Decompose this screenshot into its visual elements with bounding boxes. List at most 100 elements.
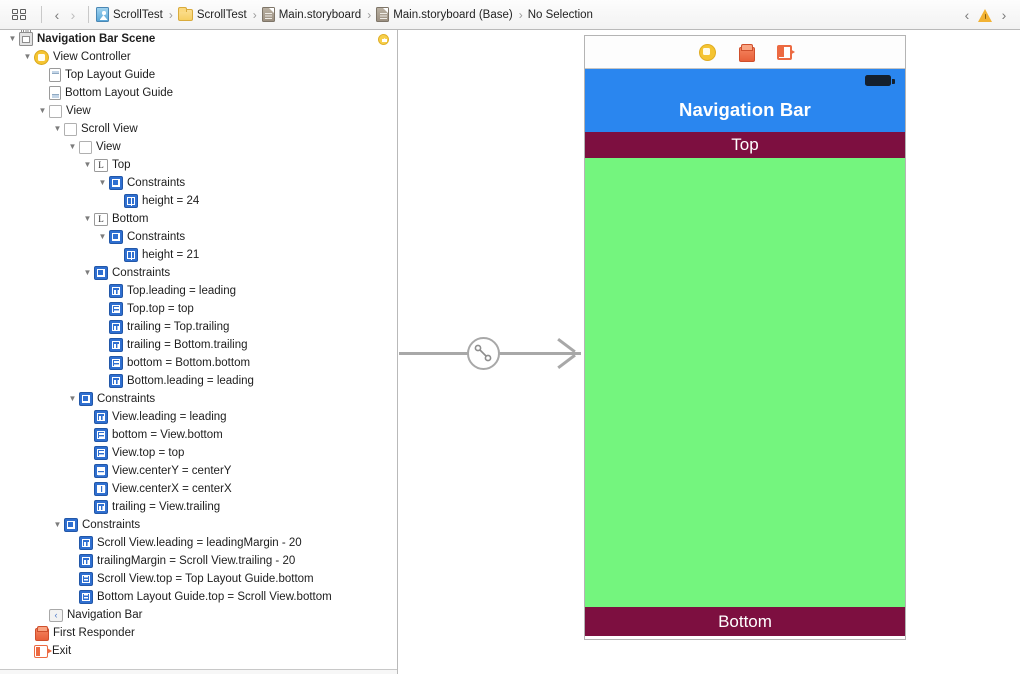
constraints-group-icon: [109, 230, 123, 244]
breadcrumb-separator: ›: [367, 7, 372, 22]
grid-icon[interactable]: [10, 7, 28, 23]
outline-row[interactable]: Scroll View.top = Top Layout Guide.botto…: [0, 570, 397, 588]
outline-row[interactable]: Bottom.leading = leading: [0, 372, 397, 390]
constraint-bottom-icon: [94, 428, 108, 442]
outline-row-label: Navigation Bar: [67, 609, 143, 621]
navigation-bar[interactable]: Navigation Bar: [585, 69, 905, 132]
outline-row[interactable]: First Responder: [0, 624, 397, 642]
constraint-centerx-icon: [94, 482, 108, 496]
outline-row[interactable]: Exit: [0, 642, 397, 660]
outline-row[interactable]: ▼Constraints: [0, 516, 397, 534]
outline-row-label: Top: [112, 159, 131, 171]
outline-row-label: Bottom.leading = leading: [127, 375, 254, 387]
disclosure-triangle-icon[interactable]: ▼: [68, 142, 77, 151]
outline-row[interactable]: View.centerX = centerX: [0, 480, 397, 498]
outline-row[interactable]: bottom = Bottom.bottom: [0, 354, 397, 372]
scene-icon: [19, 30, 33, 46]
relationship-segue-icon[interactable]: [467, 337, 500, 370]
initial-view-controller-badge[interactable]: [378, 34, 389, 45]
outline-row[interactable]: trailing = Top.trailing: [0, 318, 397, 336]
breadcrumb-item-storyboard-base[interactable]: Main.storyboard (Base): [376, 7, 513, 22]
outline-row-label: Constraints: [127, 177, 186, 189]
disclosure-triangle-icon[interactable]: ▼: [53, 520, 62, 529]
storyboard-icon: [261, 7, 275, 22]
label-icon: L: [94, 212, 108, 226]
navigation-bar-title: Navigation Bar: [679, 99, 811, 120]
outline-row[interactable]: ▼View: [0, 102, 397, 120]
issue-next-icon[interactable]: ›: [1001, 6, 1007, 23]
disclosure-triangle-icon[interactable]: ▼: [98, 178, 107, 187]
breadcrumb-label: ScrollTest: [113, 8, 163, 21]
bottom-label[interactable]: Bottom: [585, 607, 905, 636]
disclosure-triangle-icon[interactable]: ▼: [83, 214, 92, 223]
outline-row[interactable]: trailing = View.trailing: [0, 498, 397, 516]
outline-row[interactable]: ▼Scroll View: [0, 120, 397, 138]
outline-row[interactable]: ▼Constraints: [0, 228, 397, 246]
scroll-view-content[interactable]: [585, 158, 905, 607]
outline-row-label: View.centerY = centerY: [112, 465, 232, 477]
disclosure-triangle-icon[interactable]: ▼: [83, 268, 92, 277]
outline-row[interactable]: ▼Constraints: [0, 264, 397, 282]
outline-row[interactable]: Top Layout Guide: [0, 66, 397, 84]
first-responder-icon[interactable]: [738, 44, 755, 62]
disclosure-triangle-icon[interactable]: ▼: [23, 52, 32, 61]
breadcrumb-item-folder[interactable]: ScrollTest: [177, 6, 247, 21]
breadcrumb-item-selection[interactable]: No Selection: [528, 9, 593, 21]
constraint-align-icon: [79, 590, 93, 604]
outline-row[interactable]: ▼ Constraints: [0, 174, 397, 192]
outline-row-label: View: [96, 141, 121, 153]
outline-row-label: Scroll View.leading = leadingMargin - 20: [97, 537, 302, 549]
storyboard-canvas[interactable]: Navigation Bar Top Bottom: [399, 30, 1020, 674]
outline-row[interactable]: Top.top = top: [0, 300, 397, 318]
outline-row[interactable]: Scroll View.leading = leadingMargin - 20: [0, 534, 397, 552]
outline-row[interactable]: trailingMargin = Scroll View.trailing - …: [0, 552, 397, 570]
issue-previous-icon[interactable]: ‹: [964, 6, 970, 23]
constraint-centery-icon: [94, 464, 108, 478]
outline-row-label: View.top = top: [112, 447, 185, 459]
first-responder-icon: [34, 626, 49, 641]
outline-row[interactable]: ▼Constraints: [0, 390, 397, 408]
constraint-trailing-icon: [94, 500, 108, 514]
outline-row[interactable]: bottom = View.bottom: [0, 426, 397, 444]
disclosure-triangle-icon[interactable]: ▼: [98, 232, 107, 241]
outline-row-label: Top.leading = leading: [127, 285, 237, 297]
disclosure-triangle-icon[interactable]: ▼: [83, 160, 92, 169]
outline-row[interactable]: ▼ View: [0, 138, 397, 156]
constraint-trailing-icon: [109, 320, 123, 334]
breadcrumb-item-project[interactable]: ScrollTest: [96, 7, 163, 22]
exit-icon[interactable]: [776, 44, 795, 60]
outline-row[interactable]: View.centerY = centerY: [0, 462, 397, 480]
outline-row[interactable]: View.leading = leading: [0, 408, 397, 426]
top-label[interactable]: Top: [585, 132, 905, 158]
outline-row-label: trailing = Bottom.trailing: [127, 339, 248, 351]
outline-row[interactable]: trailing = Bottom.trailing: [0, 336, 397, 354]
forward-chevron-icon[interactable]: ›: [70, 6, 76, 23]
outline-row[interactable]: height = 24: [0, 192, 397, 210]
view-controller-icon[interactable]: [698, 43, 716, 61]
outline-row[interactable]: height = 21: [0, 246, 397, 264]
view-controller-scene[interactable]: Navigation Bar Top Bottom: [584, 35, 906, 640]
outline-row[interactable]: ‹Navigation Bar: [0, 606, 397, 624]
outline-row[interactable]: Top.leading = leading: [0, 282, 397, 300]
constraints-group-icon: [64, 518, 78, 532]
disclosure-triangle-icon[interactable]: ▼: [8, 34, 17, 43]
outline-row[interactable]: Bottom Layout Guide.top = Scroll View.bo…: [0, 588, 397, 606]
outline-row[interactable]: View.top = top: [0, 444, 397, 462]
disclosure-triangle-icon[interactable]: ▼: [53, 124, 62, 133]
disclosure-triangle-icon[interactable]: ▼: [68, 394, 77, 403]
breadcrumb-item-storyboard[interactable]: Main.storyboard: [261, 7, 361, 22]
warning-triangle-icon[interactable]: [978, 8, 993, 22]
outline-row[interactable]: ▼View Controller: [0, 48, 397, 66]
outline-row[interactable]: Bottom Layout Guide: [0, 84, 397, 102]
view-icon: [64, 122, 77, 136]
outline-row[interactable]: ▼Navigation Bar Scene: [0, 30, 397, 48]
back-chevron-icon[interactable]: ‹: [54, 6, 60, 23]
view-controller-icon: [34, 49, 49, 65]
outline-row-label: Bottom Layout Guide: [65, 87, 174, 99]
disclosure-triangle-icon[interactable]: ▼: [38, 106, 47, 115]
constraint-top-icon: [109, 302, 123, 316]
